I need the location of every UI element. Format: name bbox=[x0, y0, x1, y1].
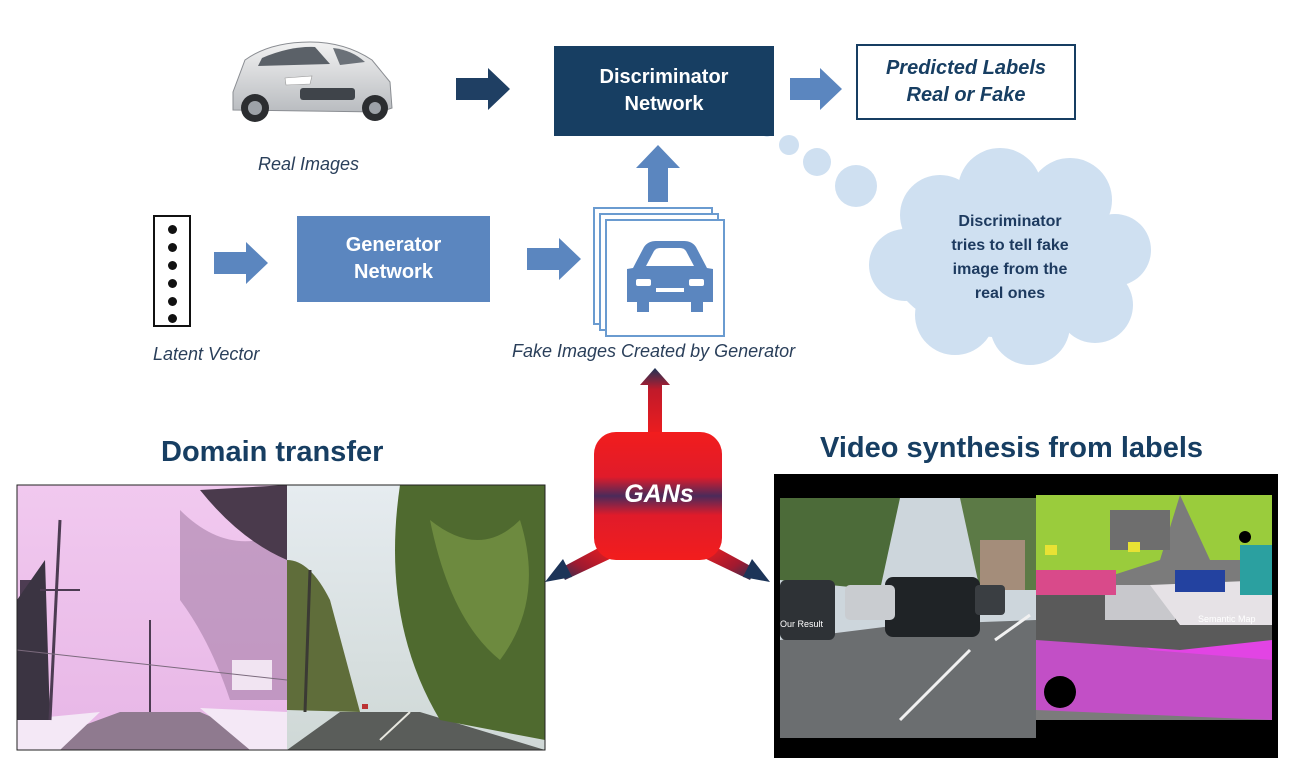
thought-dot-3 bbox=[803, 148, 831, 176]
thought-dot-2 bbox=[779, 135, 799, 155]
domain-transfer-image bbox=[16, 485, 288, 750]
latent-dot bbox=[168, 314, 177, 323]
generator-label-line1: Generator bbox=[345, 234, 442, 256]
domain-transfer-result-image bbox=[287, 485, 545, 750]
generator-label-line2: Network bbox=[354, 261, 433, 283]
video-synthesis-title: Video synthesis from labels bbox=[820, 432, 1204, 464]
latent-dot bbox=[168, 279, 177, 288]
real-images-caption: Real Images bbox=[258, 154, 360, 174]
discriminator-network-box: Discriminator Network bbox=[554, 46, 774, 136]
thought-text: Discriminator tries to tell fake image f… bbox=[905, 210, 1115, 306]
latent-dot bbox=[168, 297, 177, 306]
video-synthesis-image bbox=[774, 474, 1278, 758]
latent-dot bbox=[168, 261, 177, 270]
thought-line3: image from the bbox=[952, 261, 1068, 278]
predicted-label-line2: Real or Fake bbox=[906, 84, 1026, 106]
arrow-latent-to-generator bbox=[214, 242, 268, 284]
our-result-label: Our Result bbox=[780, 619, 824, 629]
gans-box bbox=[594, 432, 722, 560]
arrow-gans-left bbox=[545, 545, 614, 582]
thought-cloud bbox=[869, 148, 1151, 365]
fake-images-caption: Fake Images Created by Generator bbox=[512, 341, 796, 361]
thought-line4: real ones bbox=[974, 285, 1046, 302]
thought-dot-4 bbox=[835, 165, 877, 207]
real-car-icon bbox=[232, 41, 393, 122]
arrow-fake-to-discriminator bbox=[636, 145, 680, 202]
arrow-real-to-discriminator bbox=[456, 68, 510, 110]
thought-line1: Discriminator bbox=[958, 213, 1062, 230]
thought-line2: tries to tell fake bbox=[951, 237, 1069, 254]
arrow-discriminator-to-predicted bbox=[790, 68, 842, 110]
car-front-icon bbox=[627, 241, 713, 312]
generator-network-box: Generator Network bbox=[297, 216, 490, 302]
latent-dot bbox=[168, 225, 177, 234]
latent-vector-caption: Latent Vector bbox=[153, 344, 260, 364]
latent-dot bbox=[168, 243, 177, 252]
discriminator-label-line1: Discriminator bbox=[599, 66, 729, 88]
predicted-labels-box: Predicted Labels Real or Fake bbox=[856, 44, 1076, 120]
predicted-label-line1: Predicted Labels bbox=[885, 57, 1047, 79]
arrow-gans-right bbox=[702, 545, 770, 582]
latent-vector-icon bbox=[153, 215, 191, 327]
discriminator-label-line2: Network bbox=[624, 93, 704, 115]
semantic-map-label: Semantic Map bbox=[1198, 614, 1256, 624]
gans-label: GANs bbox=[624, 480, 694, 508]
arrow-gans-up bbox=[640, 368, 670, 440]
domain-transfer-title: Domain transfer bbox=[161, 436, 384, 468]
arrow-generator-to-fake bbox=[527, 238, 581, 280]
